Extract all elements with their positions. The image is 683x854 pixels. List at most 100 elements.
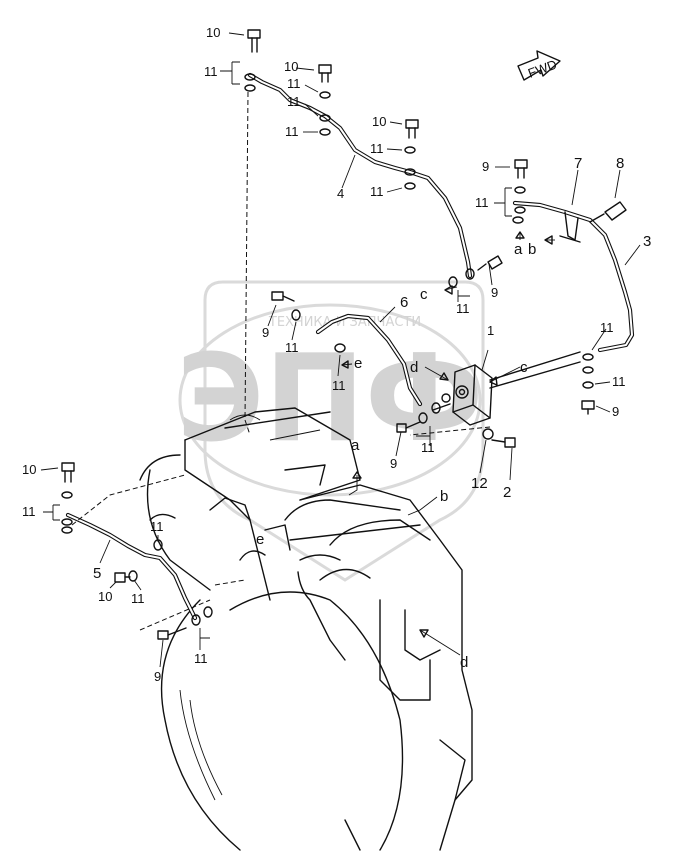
washer-icon: [319, 114, 331, 122]
callout-d: d: [410, 359, 418, 376]
pipe-6: [315, 313, 423, 407]
callout-11: 11: [131, 591, 145, 606]
callout-5: 5: [93, 565, 101, 582]
dashed-guides: [71, 91, 491, 631]
watermark-logo: ЭПФ: [176, 330, 484, 469]
callout-11: 11: [204, 64, 218, 79]
callout-11: 11: [285, 340, 299, 355]
washer-icon: [319, 128, 331, 136]
callout-10: 10: [206, 25, 220, 40]
callout-3: 3: [643, 233, 651, 250]
bolt-icon: [271, 291, 295, 302]
callout-11: 11: [194, 651, 208, 666]
callout-9: 9: [390, 456, 397, 471]
washer-icon: [203, 606, 213, 618]
washer-icon: [465, 268, 475, 280]
bolt-icon: [114, 572, 131, 583]
washer-icon: [582, 381, 594, 389]
washer-icon: [512, 216, 524, 224]
callout-11: 11: [332, 378, 346, 393]
washer-icon: [61, 518, 73, 526]
washer-icon: [244, 73, 256, 81]
callout-9: 9: [262, 325, 269, 340]
washer-icon: [404, 182, 416, 190]
callout-2: 2: [503, 484, 511, 501]
watermark: ЭПФ ТЕХНИКА И ЗАПЧАСТИ: [176, 280, 485, 582]
washer-icon: [514, 186, 526, 194]
washer-icon: [482, 428, 494, 440]
washer-icon: [514, 206, 526, 214]
callout-12: 12: [471, 475, 488, 492]
callout-c: c: [520, 359, 528, 376]
callout-11: 11: [287, 76, 301, 91]
bolt-icon: [61, 462, 75, 483]
callout-8: 8: [616, 155, 624, 172]
callout-11: 11: [285, 124, 299, 139]
callout-10: 10: [98, 589, 112, 604]
bolt-icon: [581, 400, 595, 415]
callout-d: d: [460, 654, 468, 671]
callout-10: 10: [284, 59, 298, 74]
washer-icon: [191, 614, 201, 626]
washer-icon: [61, 491, 73, 499]
pipe-3: [512, 200, 635, 353]
fwd-arrow-icon: FWD: [517, 50, 561, 81]
callout-e: e: [354, 355, 362, 372]
pipe-5: [65, 512, 198, 621]
callout-e: e: [256, 531, 264, 548]
callout-9: 9: [154, 669, 161, 684]
callout-11: 11: [22, 504, 36, 519]
callout-11: 11: [475, 195, 489, 210]
washer-icon: [128, 570, 138, 582]
callout-11: 11: [370, 141, 384, 156]
callout-11: 11: [287, 94, 301, 109]
callout-b: b: [528, 241, 536, 258]
bolt-icon: [396, 421, 421, 433]
callout-9: 9: [612, 404, 619, 419]
bolt-icon: [405, 119, 419, 139]
washer-icon: [582, 353, 594, 361]
callout-11: 11: [600, 320, 614, 335]
callout-11: 11: [421, 440, 435, 455]
washer-icon: [448, 276, 458, 288]
washer-icon: [404, 168, 416, 176]
callout-10: 10: [372, 114, 386, 129]
bolt-icon: [589, 201, 627, 223]
callout-11: 11: [612, 374, 626, 389]
callout-9: 9: [491, 285, 498, 300]
callout-labels: 10 11 10 11 11 11 10 11 4 11 9 7 8 11 a …: [22, 25, 651, 684]
callout-10: 10: [22, 462, 36, 477]
leader-lines: [40, 32, 641, 668]
callout-11: 11: [456, 301, 470, 316]
callout-a: a: [351, 437, 360, 454]
callout-9: 9: [482, 159, 489, 174]
callout-7: 7: [574, 155, 582, 172]
callout-1: 1: [487, 323, 494, 338]
connecting-pipe: [489, 351, 581, 389]
washer-icon: [431, 402, 441, 414]
callout-6: 6: [400, 294, 408, 311]
callout-11: 11: [150, 519, 164, 534]
washer-icon: [319, 91, 331, 99]
callout-a: a: [514, 241, 523, 258]
fasteners: [61, 29, 627, 640]
callout-b: b: [440, 488, 448, 505]
arrow-icon: [341, 231, 553, 638]
washer-icon: [291, 309, 301, 321]
bolt-icon: [514, 159, 528, 179]
washer-icon: [334, 343, 346, 353]
clip-bracket: [559, 211, 581, 243]
pipe-4: [247, 72, 473, 279]
bolt-icon: [477, 255, 503, 271]
washer-icon: [61, 526, 73, 534]
bolt-icon: [247, 29, 261, 53]
bolt-icon: [491, 437, 516, 448]
bolt-icon: [318, 64, 332, 83]
washer-icon: [418, 412, 428, 424]
washer-icon: [582, 366, 594, 374]
washer-icon: [404, 146, 416, 154]
callout-4: 4: [337, 186, 344, 201]
callout-11: 11: [370, 184, 384, 199]
distribution-block: [432, 364, 493, 426]
